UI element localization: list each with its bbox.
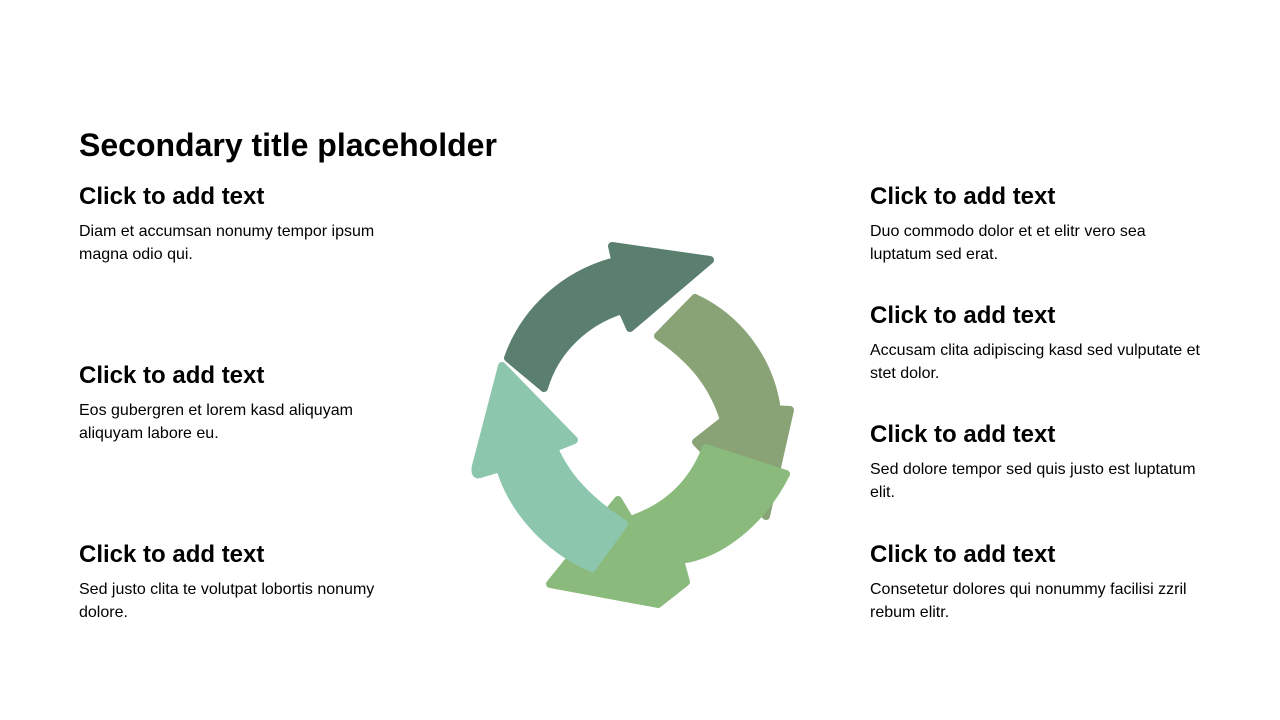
cycle-arrow-top-shape (504, 242, 714, 392)
text-block-right-2[interactable]: Click to add text Accusam clita adipisci… (870, 301, 1210, 385)
block-heading: Click to add text (870, 183, 1056, 210)
block-heading: Click to add text (870, 421, 1056, 448)
block-body: Sed dolore tempor sed quis justo est lup… (870, 461, 1196, 501)
text-block-right-4[interactable]: Click to add text Consetetur dolores qui… (870, 540, 1210, 624)
slide-title: Secondary title placeholder (79, 127, 497, 163)
block-heading: Click to add text (870, 302, 1056, 329)
block-heading: Click to add text (79, 541, 265, 568)
text-block-left-2[interactable]: Click to add text Eos gubergren et lorem… (79, 361, 409, 445)
block-body: Accusam clita adipiscing kasd sed vulput… (870, 342, 1200, 382)
block-body: Consetetur dolores qui nonummy facilisi … (870, 581, 1187, 621)
text-block-right-1[interactable]: Click to add text Duo commodo dolor et e… (870, 182, 1210, 266)
block-body: Sed justo clita te volutpat lobortis non… (79, 581, 375, 621)
cycle-arrow-left-shape (471, 362, 628, 572)
text-block-right-3[interactable]: Click to add text Sed dolore tempor sed … (870, 420, 1210, 504)
block-body: Diam et accumsan nonumy tempor ipsum mag… (79, 223, 375, 263)
text-block-left-3[interactable]: Click to add text Sed justo clita te vol… (79, 540, 409, 624)
text-block-left-1[interactable]: Click to add text Diam et accumsan nonum… (79, 182, 409, 266)
block-body: Duo commodo dolor et et elitr vero sea l… (870, 223, 1146, 263)
cycle-arrow-left[interactable] (471, 362, 628, 572)
block-heading: Click to add text (79, 183, 265, 210)
block-heading: Click to add text (79, 362, 265, 389)
cycle-arrow-bottom[interactable] (546, 444, 790, 608)
cycle-diagram (471, 242, 794, 608)
cycle-arrow-bottom-shape (546, 444, 790, 608)
cycle-arrow-top[interactable] (504, 242, 714, 392)
block-body: Eos gubergren et lorem kasd aliquyam ali… (79, 402, 353, 442)
block-heading: Click to add text (870, 541, 1056, 568)
